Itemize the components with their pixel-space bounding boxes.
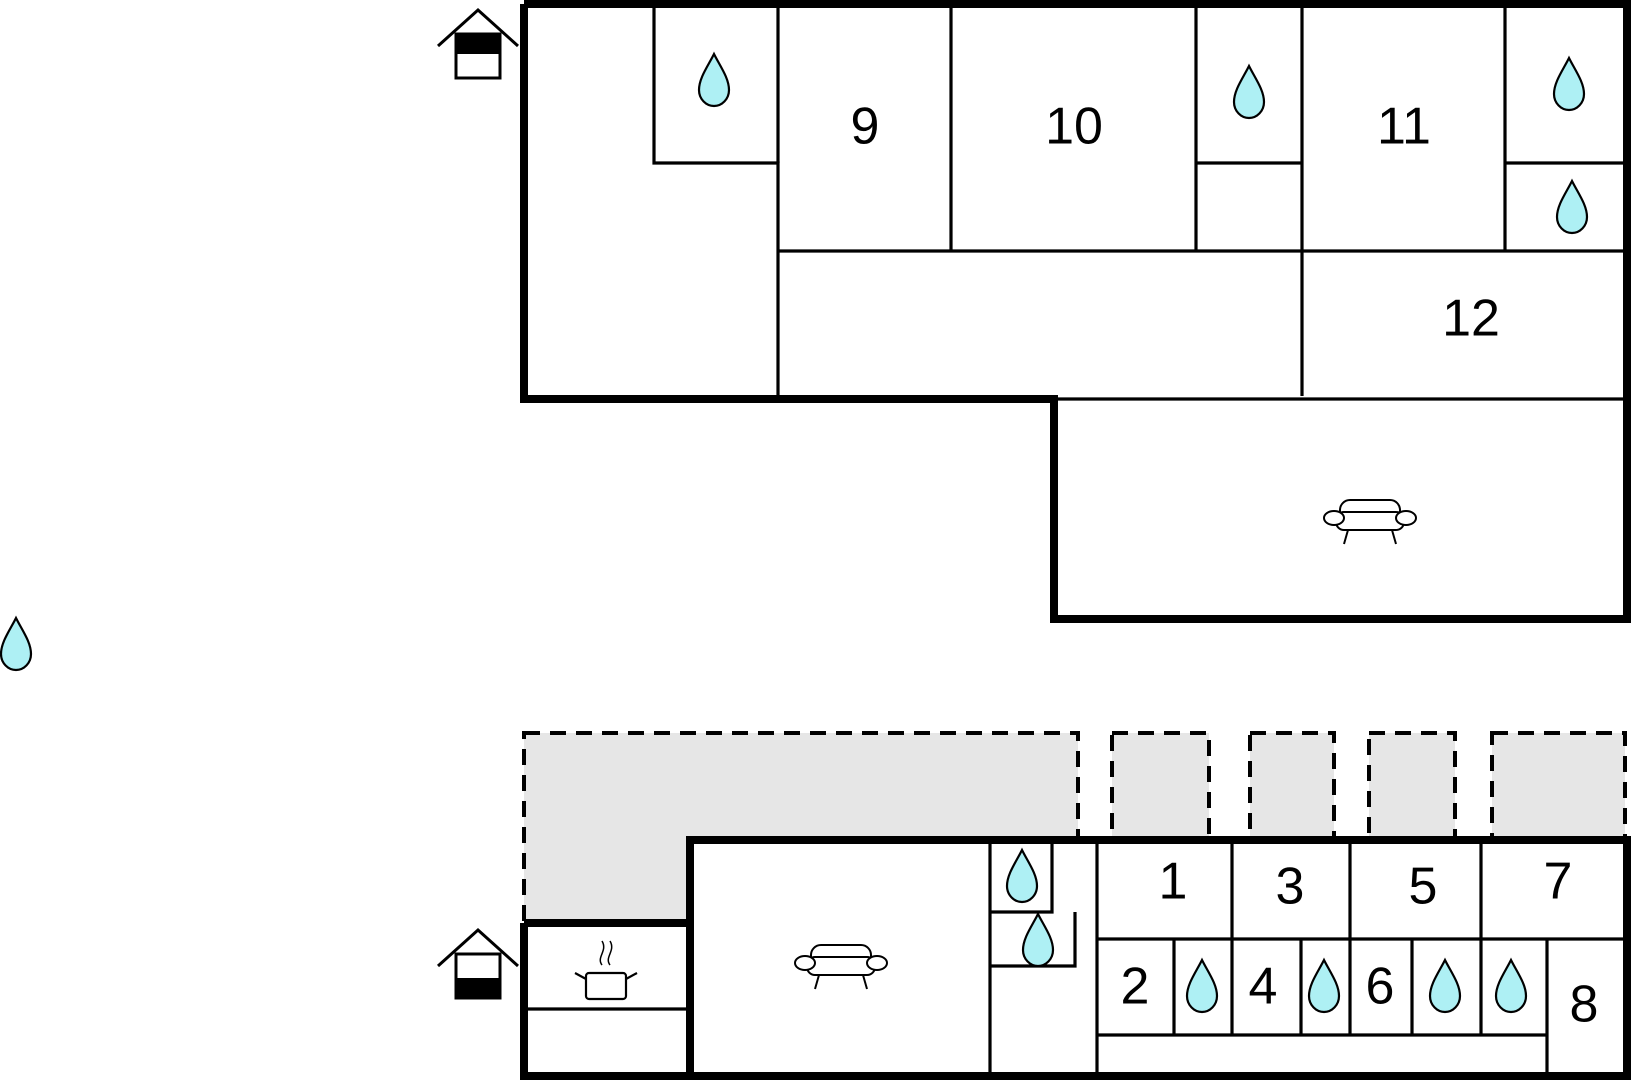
room-5-label: 5 — [1409, 858, 1438, 916]
terrace — [1490, 731, 1627, 842]
room-6-label: 6 — [1366, 958, 1395, 1016]
water-drop-icon — [1021, 912, 1055, 968]
water-drop-icon — [1555, 179, 1589, 235]
room-10-label: 10 — [1045, 98, 1103, 156]
water-drop-icon — [697, 52, 731, 108]
terraces — [522, 731, 1627, 925]
upper-floor: 9 10 11 12 — [436, 0, 1631, 623]
room-11-label: 11 — [1377, 98, 1431, 156]
water-drop-icon — [0, 616, 33, 672]
room-4-label: 4 — [1249, 958, 1278, 1016]
cooking-pot-icon — [574, 940, 638, 1001]
room-9-label: 9 — [851, 98, 880, 156]
sofa-icon — [1323, 499, 1417, 545]
upper-floor-interior-walls — [652, 8, 1625, 401]
entrance-house-icon — [436, 7, 520, 80]
water-drop-icon — [1005, 848, 1039, 904]
upper-floor-outer-wall — [520, 0, 1631, 623]
entrance-house-icon — [436, 927, 520, 1000]
lower-floor-interior-walls — [524, 840, 1625, 1074]
room-1-label: 1 — [1159, 853, 1188, 911]
water-drop-icon — [1307, 958, 1341, 1014]
terrace-large — [522, 731, 1080, 925]
sofa-icon — [794, 944, 888, 990]
terrace — [1367, 731, 1457, 842]
water-drop-icon — [1552, 56, 1586, 112]
terrace — [1248, 731, 1336, 842]
room-12-label: 12 — [1442, 290, 1500, 348]
room-3-label: 3 — [1276, 858, 1305, 916]
water-drop-icon — [1428, 958, 1462, 1014]
room-7-label: 7 — [1544, 853, 1573, 911]
water-drop-icon — [1232, 64, 1266, 120]
water-drop-icon — [1185, 958, 1219, 1014]
water-drop-icon — [1494, 958, 1528, 1014]
lower-floor: 1 2 3 4 5 6 7 8 — [436, 731, 1631, 1080]
room-2-label: 2 — [1121, 958, 1150, 1016]
terrace — [1110, 731, 1211, 842]
room-8-label: 8 — [1570, 976, 1599, 1034]
